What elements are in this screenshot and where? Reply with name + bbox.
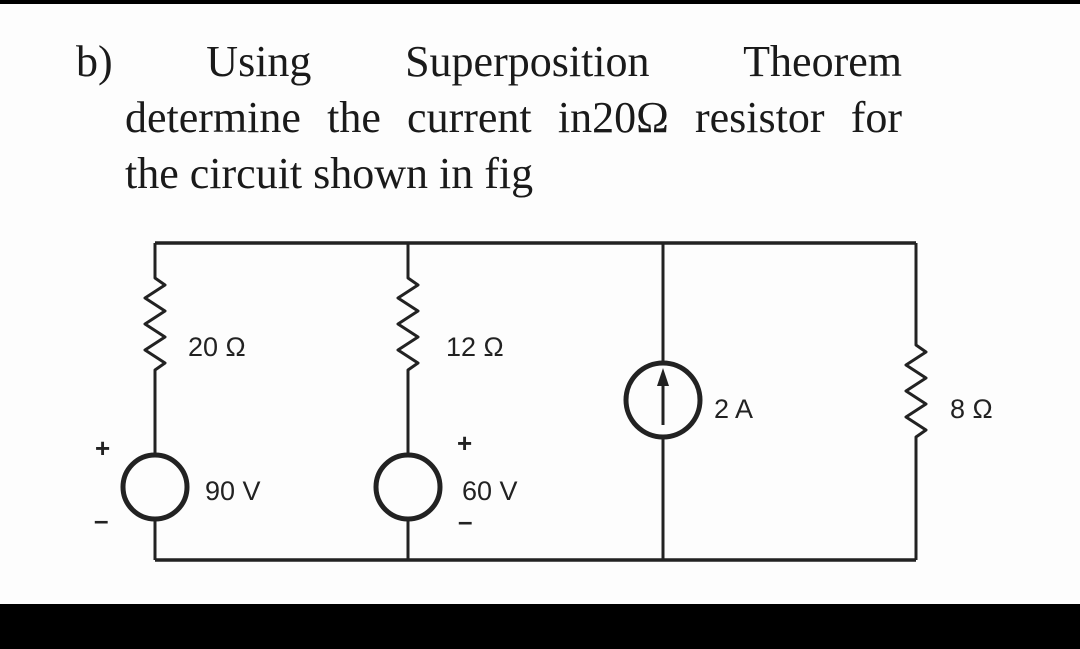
voltage-source-90v (120, 452, 190, 522)
question-line-3: the circuit shown in fig (125, 149, 534, 198)
plus-sign-v1: + (95, 433, 110, 463)
label-r1: 20 Ω (188, 332, 246, 362)
question-line-2: determine the current in20Ω resistor for (125, 93, 902, 142)
resistor-8-ohm (904, 243, 928, 560)
question-line-1: b) Using Superposition Theorem (76, 40, 902, 84)
resistor-20-ohm (143, 243, 167, 454)
label-v1: 90 V (205, 476, 261, 506)
label-i1: 2 A (714, 394, 753, 424)
word: Using (206, 37, 312, 86)
resistor-12-ohm (396, 243, 420, 454)
current-source-2a (623, 360, 703, 440)
label-v2: 60 V (462, 476, 518, 506)
arrow-head (657, 368, 669, 386)
word: Theorem (743, 37, 902, 86)
label-r3: 8 Ω (950, 394, 993, 424)
minus-sign-v2: – (458, 506, 472, 536)
word: Superposition (405, 37, 650, 86)
label-r2: 12 Ω (446, 332, 504, 362)
question-label: b) (76, 37, 113, 86)
minus-sign-v1: – (94, 505, 108, 535)
voltage-source-60v (373, 452, 443, 522)
plus-sign-v2: + (457, 428, 472, 458)
